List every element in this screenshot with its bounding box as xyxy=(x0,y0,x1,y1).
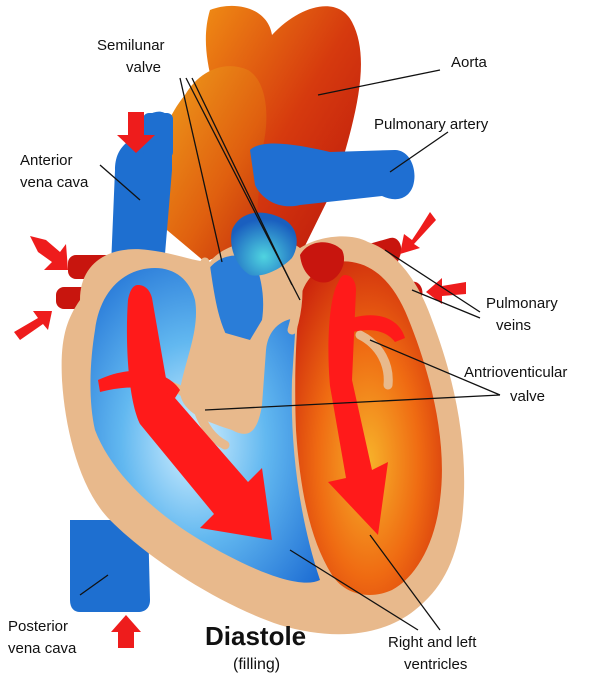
label-aorta: Aorta xyxy=(451,54,488,71)
diagram-title: Diastole xyxy=(205,621,306,651)
label-anterior-vena-cava: Anterior vena cava xyxy=(20,152,89,191)
label-atrioventricular-valve: Antrioventicular valve xyxy=(464,364,572,405)
label-posterior-vena-cava: Posterior vena cava xyxy=(8,618,77,657)
label-ventricles: Right and left ventricles xyxy=(388,634,481,673)
arrow-left-upper xyxy=(30,236,68,270)
arrow-right-lower xyxy=(426,278,466,304)
label-pulmonary-veins: Pulmonary veins xyxy=(486,295,562,334)
label-pulmonary-artery: Pulmonary artery xyxy=(374,116,489,133)
arrow-left-lower xyxy=(14,311,52,340)
diagram-subtitle: (filling) xyxy=(233,656,280,673)
label-semilunar-valve: Semilunar valve xyxy=(97,37,169,76)
pulmonary-artery-vessel xyxy=(250,144,414,207)
arrow-bottom xyxy=(111,615,141,648)
arrow-right-upper xyxy=(400,212,436,254)
